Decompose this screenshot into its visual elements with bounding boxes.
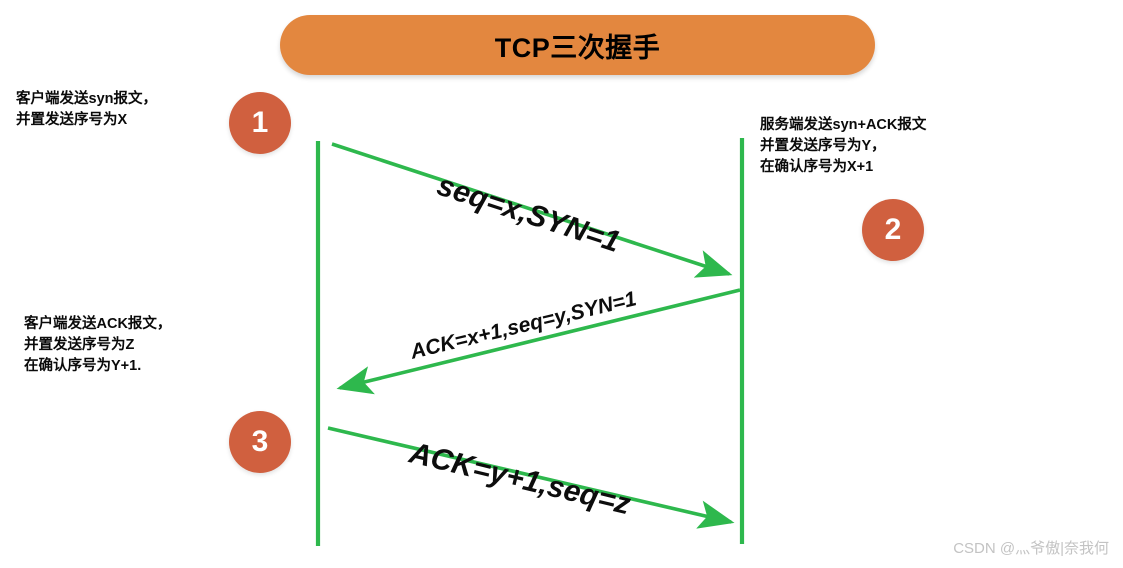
step-badge-2: 2 xyxy=(862,199,924,261)
watermark: CSDN @灬爷傲|奈我何 xyxy=(953,540,1109,557)
message-ack-arrow xyxy=(327,426,735,529)
page-title: TCP三次握手 xyxy=(494,32,661,63)
step-badge-1-number: 1 xyxy=(251,106,269,139)
note-client-syn: 客户端发送syn报文，并置发送序号为X xyxy=(16,91,157,128)
title-banner: TCP三次握手 xyxy=(280,15,875,75)
message-syn-arrow xyxy=(331,142,733,278)
step-badge-2-number: 2 xyxy=(884,213,902,246)
step-badge-3: 3 xyxy=(229,411,291,473)
step-badge-3-number: 3 xyxy=(251,425,269,458)
message-syn-ack-arrow xyxy=(336,288,741,395)
step-badge-1: 1 xyxy=(229,92,291,154)
note-server-syn-ack: 服务端发送syn+ACK报文并置发送序号为Y，在确认序号为X+1 xyxy=(760,117,927,175)
